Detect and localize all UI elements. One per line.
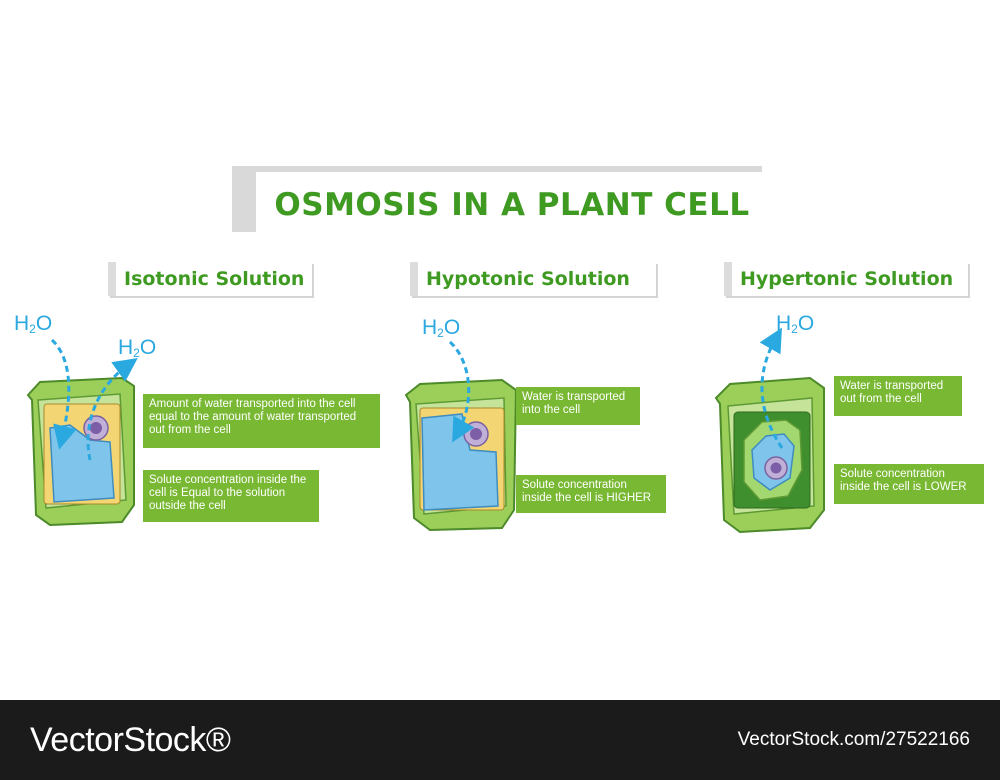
hypertonic-info-solute: Solute concentration inside the cell is … — [834, 464, 984, 504]
isotonic-heading: Isotonic Solution — [108, 262, 312, 296]
vectorstock-logo[interactable]: VectorStock® — [30, 720, 231, 759]
hypotonic-heading: Hypotonic Solution — [410, 262, 656, 296]
footer-bar: VectorStock® VectorStock.com/27522166 — [0, 700, 1000, 780]
isotonic-h2o-in-label: H2O — [14, 312, 53, 336]
hypotonic-heading-text: Hypotonic Solution — [426, 268, 630, 290]
hypertonic-heading: Hypertonic Solution — [724, 262, 968, 296]
hypotonic-info-solute: Solute concentration inside the cell is … — [516, 475, 666, 513]
vectorstock-id[interactable]: VectorStock.com/27522166 — [737, 729, 970, 750]
page-title: OSMOSIS IN A PLANT CELL — [274, 187, 750, 223]
hypotonic-cell-diagram — [404, 340, 518, 532]
hypertonic-h2o-label: H2O — [776, 312, 815, 336]
isotonic-cell-diagram — [26, 338, 138, 527]
hypotonic-info-water: Water is transported into the cell — [516, 387, 640, 425]
isotonic-heading-text: Isotonic Solution — [124, 268, 305, 290]
hypertonic-heading-text: Hypertonic Solution — [740, 268, 954, 290]
isotonic-info-solute: Solute concentration inside the cell is … — [143, 470, 319, 522]
title-box: OSMOSIS IN A PLANT CELL — [256, 172, 768, 238]
isotonic-h2o-out-label: H2O — [118, 336, 157, 360]
hypertonic-cell-diagram — [714, 327, 825, 534]
hypotonic-h2o-label: H2O — [422, 316, 461, 340]
hypertonic-info-water: Water is transported out from the cell — [834, 376, 962, 416]
isotonic-info-water: Amount of water transported into the cel… — [143, 394, 380, 448]
title-banner: OSMOSIS IN A PLANT CELL — [232, 166, 768, 238]
